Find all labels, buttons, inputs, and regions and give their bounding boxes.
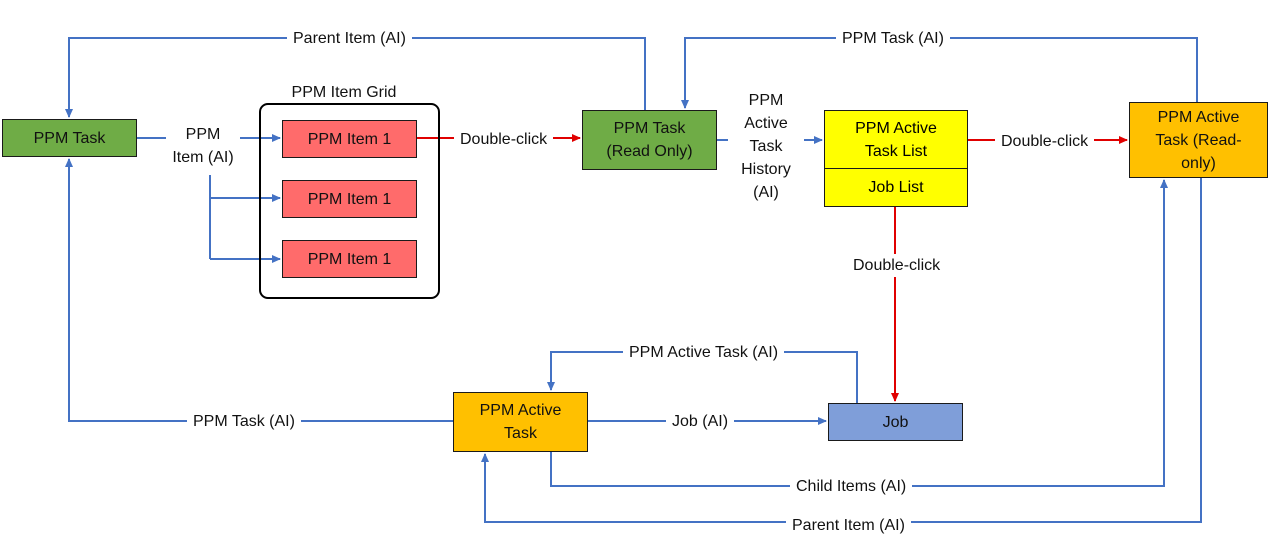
label-job-ai: Job (AI) <box>666 410 735 433</box>
ppm-task-node: PPM Task <box>2 119 137 157</box>
label-double-click-2: Double-click <box>995 130 1095 153</box>
active-task-list-cell: PPM Active Task List <box>825 111 967 169</box>
label-double-click-3: Double-click <box>847 254 947 277</box>
grid-item-1-label: PPM Item 1 <box>307 130 392 148</box>
ppm-task-read-only-label: PPM Task (Read Only) <box>606 120 693 160</box>
label-ppm-task-bottom: PPM Task (AI) <box>187 410 301 433</box>
grid-item-3-label: PPM Item 1 <box>307 250 392 268</box>
ppm-item-grid-title: PPM Item Grid <box>291 84 397 101</box>
grid-item-2: PPM Item 1 <box>282 180 417 218</box>
grid-item-1: PPM Item 1 <box>282 120 417 158</box>
job-list-label: Job List <box>868 178 924 196</box>
active-task-read-only-label: PPM Active Task (Read- only) <box>1155 108 1242 172</box>
grid-item-3: PPM Item 1 <box>282 240 417 278</box>
active-task-list-label: PPM Active Task List <box>855 119 937 160</box>
label-child-items: Child Items (AI) <box>790 475 913 498</box>
label-ppm-item: PPM Item (AI) <box>166 123 240 169</box>
label-ppm-task-top: PPM Task (AI) <box>836 27 950 50</box>
label-ppm-active-task-ai: PPM Active Task (AI) <box>623 341 785 364</box>
ppm-active-task-label: PPM Active Task <box>479 402 562 442</box>
grid-item-2-label: PPM Item 1 <box>307 190 392 208</box>
ppm-active-task-node: PPM Active Task <box>453 392 588 452</box>
label-double-click-1: Double-click <box>454 128 554 151</box>
label-parent-item-bottom: Parent Item (AI) <box>786 514 911 537</box>
active-task-list-node: PPM Active Task List Job List <box>824 110 968 207</box>
label-parent-item-top: Parent Item (AI) <box>287 27 412 50</box>
edge-parent-item-bottom <box>481 178 1202 523</box>
ppm-task-read-only-node: PPM Task (Read Only) <box>582 110 717 170</box>
active-task-read-only-node: PPM Active Task (Read- only) <box>1129 102 1268 178</box>
job-list-cell: Job List <box>825 169 967 205</box>
edge-ppm-task-bottom <box>65 158 453 422</box>
job-node: Job <box>828 403 963 441</box>
job-label: Job <box>882 413 909 431</box>
ppm-item-grid-frame <box>259 103 440 299</box>
label-active-task-history: PPM Active Task History (AI) <box>728 89 804 204</box>
ppm-task-label: PPM Task <box>33 129 106 147</box>
